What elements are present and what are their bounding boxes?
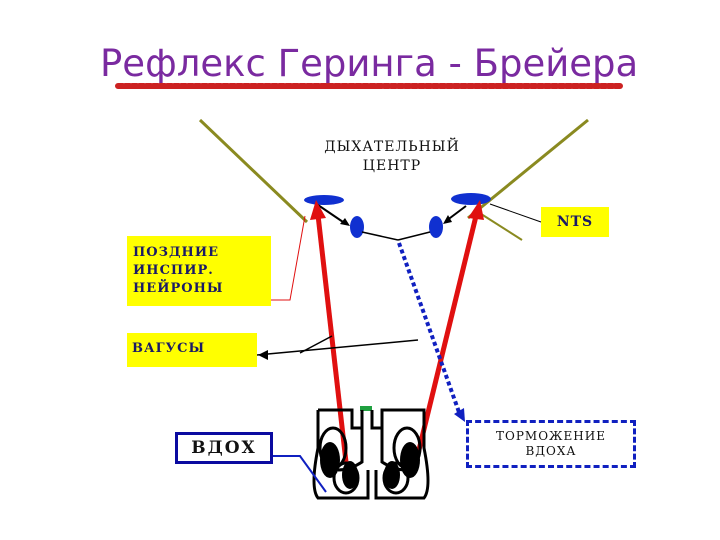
inhale-label: ВДОХ [175,432,273,464]
inhibition-label: ТОРМОЖЕНИЕ ВДОХА [466,420,636,468]
center-neuron-left [350,216,364,238]
vagus-arrow-head [258,350,268,360]
late-neuron-right [451,193,491,205]
converge-left [362,232,398,240]
vagal-arrow-left [318,215,346,462]
center-neuron-right [429,216,443,238]
late-neurons-line3: НЕЙРОНЫ [133,280,271,298]
inhibition-line2: ВДОХА [469,444,633,459]
late-inspiratory-neurons-label: ПОЗДНИЕ ИНСПИР. НЕЙРОНЫ [127,236,271,306]
late-neurons-line2: ИНСПИР. [133,262,271,280]
brainstem-right-lower [478,212,522,240]
center-label-line1: ДЫХАТЕЛЬНЫЙ [268,138,516,157]
vagus-label: ВАГУСЫ [127,333,257,367]
vagus-line-b [300,336,332,353]
late-neurons-pointer [271,216,305,300]
center-label-line2: ЦЕНТР [268,157,516,176]
inhale-pointer [273,456,326,492]
nts-label: NTS [541,207,609,237]
nts-pointer [490,204,541,222]
converge-right [398,232,430,240]
late-neurons-line1: ПОЗДНИЕ [133,244,271,262]
late-neuron-left [304,195,344,205]
vagus-line-a [257,340,418,355]
respiratory-center-label: ДЫХАТЕЛЬНЫЙ ЦЕНТР [268,138,516,176]
inhibition-line1: ТОРМОЖЕНИЕ [469,429,633,444]
